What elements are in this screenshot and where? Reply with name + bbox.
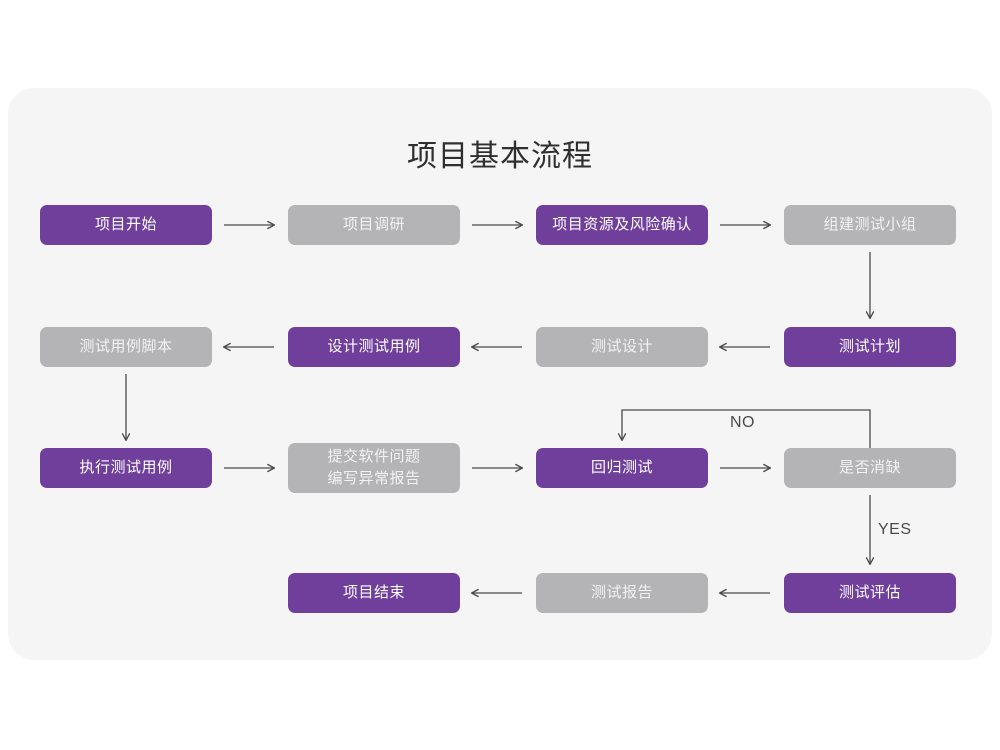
flow-node-label: 组建测试小组 <box>823 215 917 234</box>
flow-node-n12[interactable]: 是否消缺 <box>784 448 956 488</box>
flow-node-label: 测试报告 <box>590 583 653 602</box>
edge-label-yes_label: YES <box>878 521 912 538</box>
flow-node-label: 项目开始 <box>94 215 157 234</box>
flow-node-n6[interactable]: 设计测试用例 <box>288 327 460 367</box>
page-title: 项目基本流程 <box>407 139 593 174</box>
flow-node-n3[interactable]: 项目资源及风险确认 <box>536 205 708 245</box>
flow-node-n5[interactable]: 测试用例脚本 <box>40 327 212 367</box>
flow-node-n2[interactable]: 项目调研 <box>288 205 460 245</box>
flow-node-label: 项目结束 <box>342 583 405 602</box>
flow-node-n10[interactable]: 提交软件问题编写异常报告 <box>288 443 460 493</box>
edge-label-no_label: NO <box>730 414 755 431</box>
flow-node-n1[interactable]: 项目开始 <box>40 205 212 245</box>
flow-node-n8[interactable]: 测试计划 <box>784 327 956 367</box>
flow-node-n7[interactable]: 测试设计 <box>536 327 708 367</box>
flow-node-label: 执行测试用例 <box>79 458 173 477</box>
flow-node-label: 测试评估 <box>838 583 901 602</box>
flow-node-label: 测试设计 <box>590 337 653 356</box>
flow-node-label: 回归测试 <box>590 458 653 477</box>
flow-node-label: 项目资源及风险确认 <box>552 215 692 234</box>
flow-node-label: 项目调研 <box>342 215 405 234</box>
flow-node-n15[interactable]: 测试评估 <box>784 573 956 613</box>
flow-node-n14[interactable]: 测试报告 <box>536 573 708 613</box>
flow-node-n9[interactable]: 执行测试用例 <box>40 448 212 488</box>
flow-node-label: 设计测试用例 <box>327 337 421 356</box>
flow-node-n11[interactable]: 回归测试 <box>536 448 708 488</box>
flowchart-panel <box>8 88 992 660</box>
flow-node-label: 提交软件问题编写异常报告 <box>327 447 421 487</box>
flow-node-label: 测试计划 <box>838 337 901 356</box>
flow-node-label: 是否消缺 <box>838 458 901 477</box>
flow-node-label: 测试用例脚本 <box>79 337 173 356</box>
flow-node-n4[interactable]: 组建测试小组 <box>784 205 956 245</box>
flow-node-n13[interactable]: 项目结束 <box>288 573 460 613</box>
